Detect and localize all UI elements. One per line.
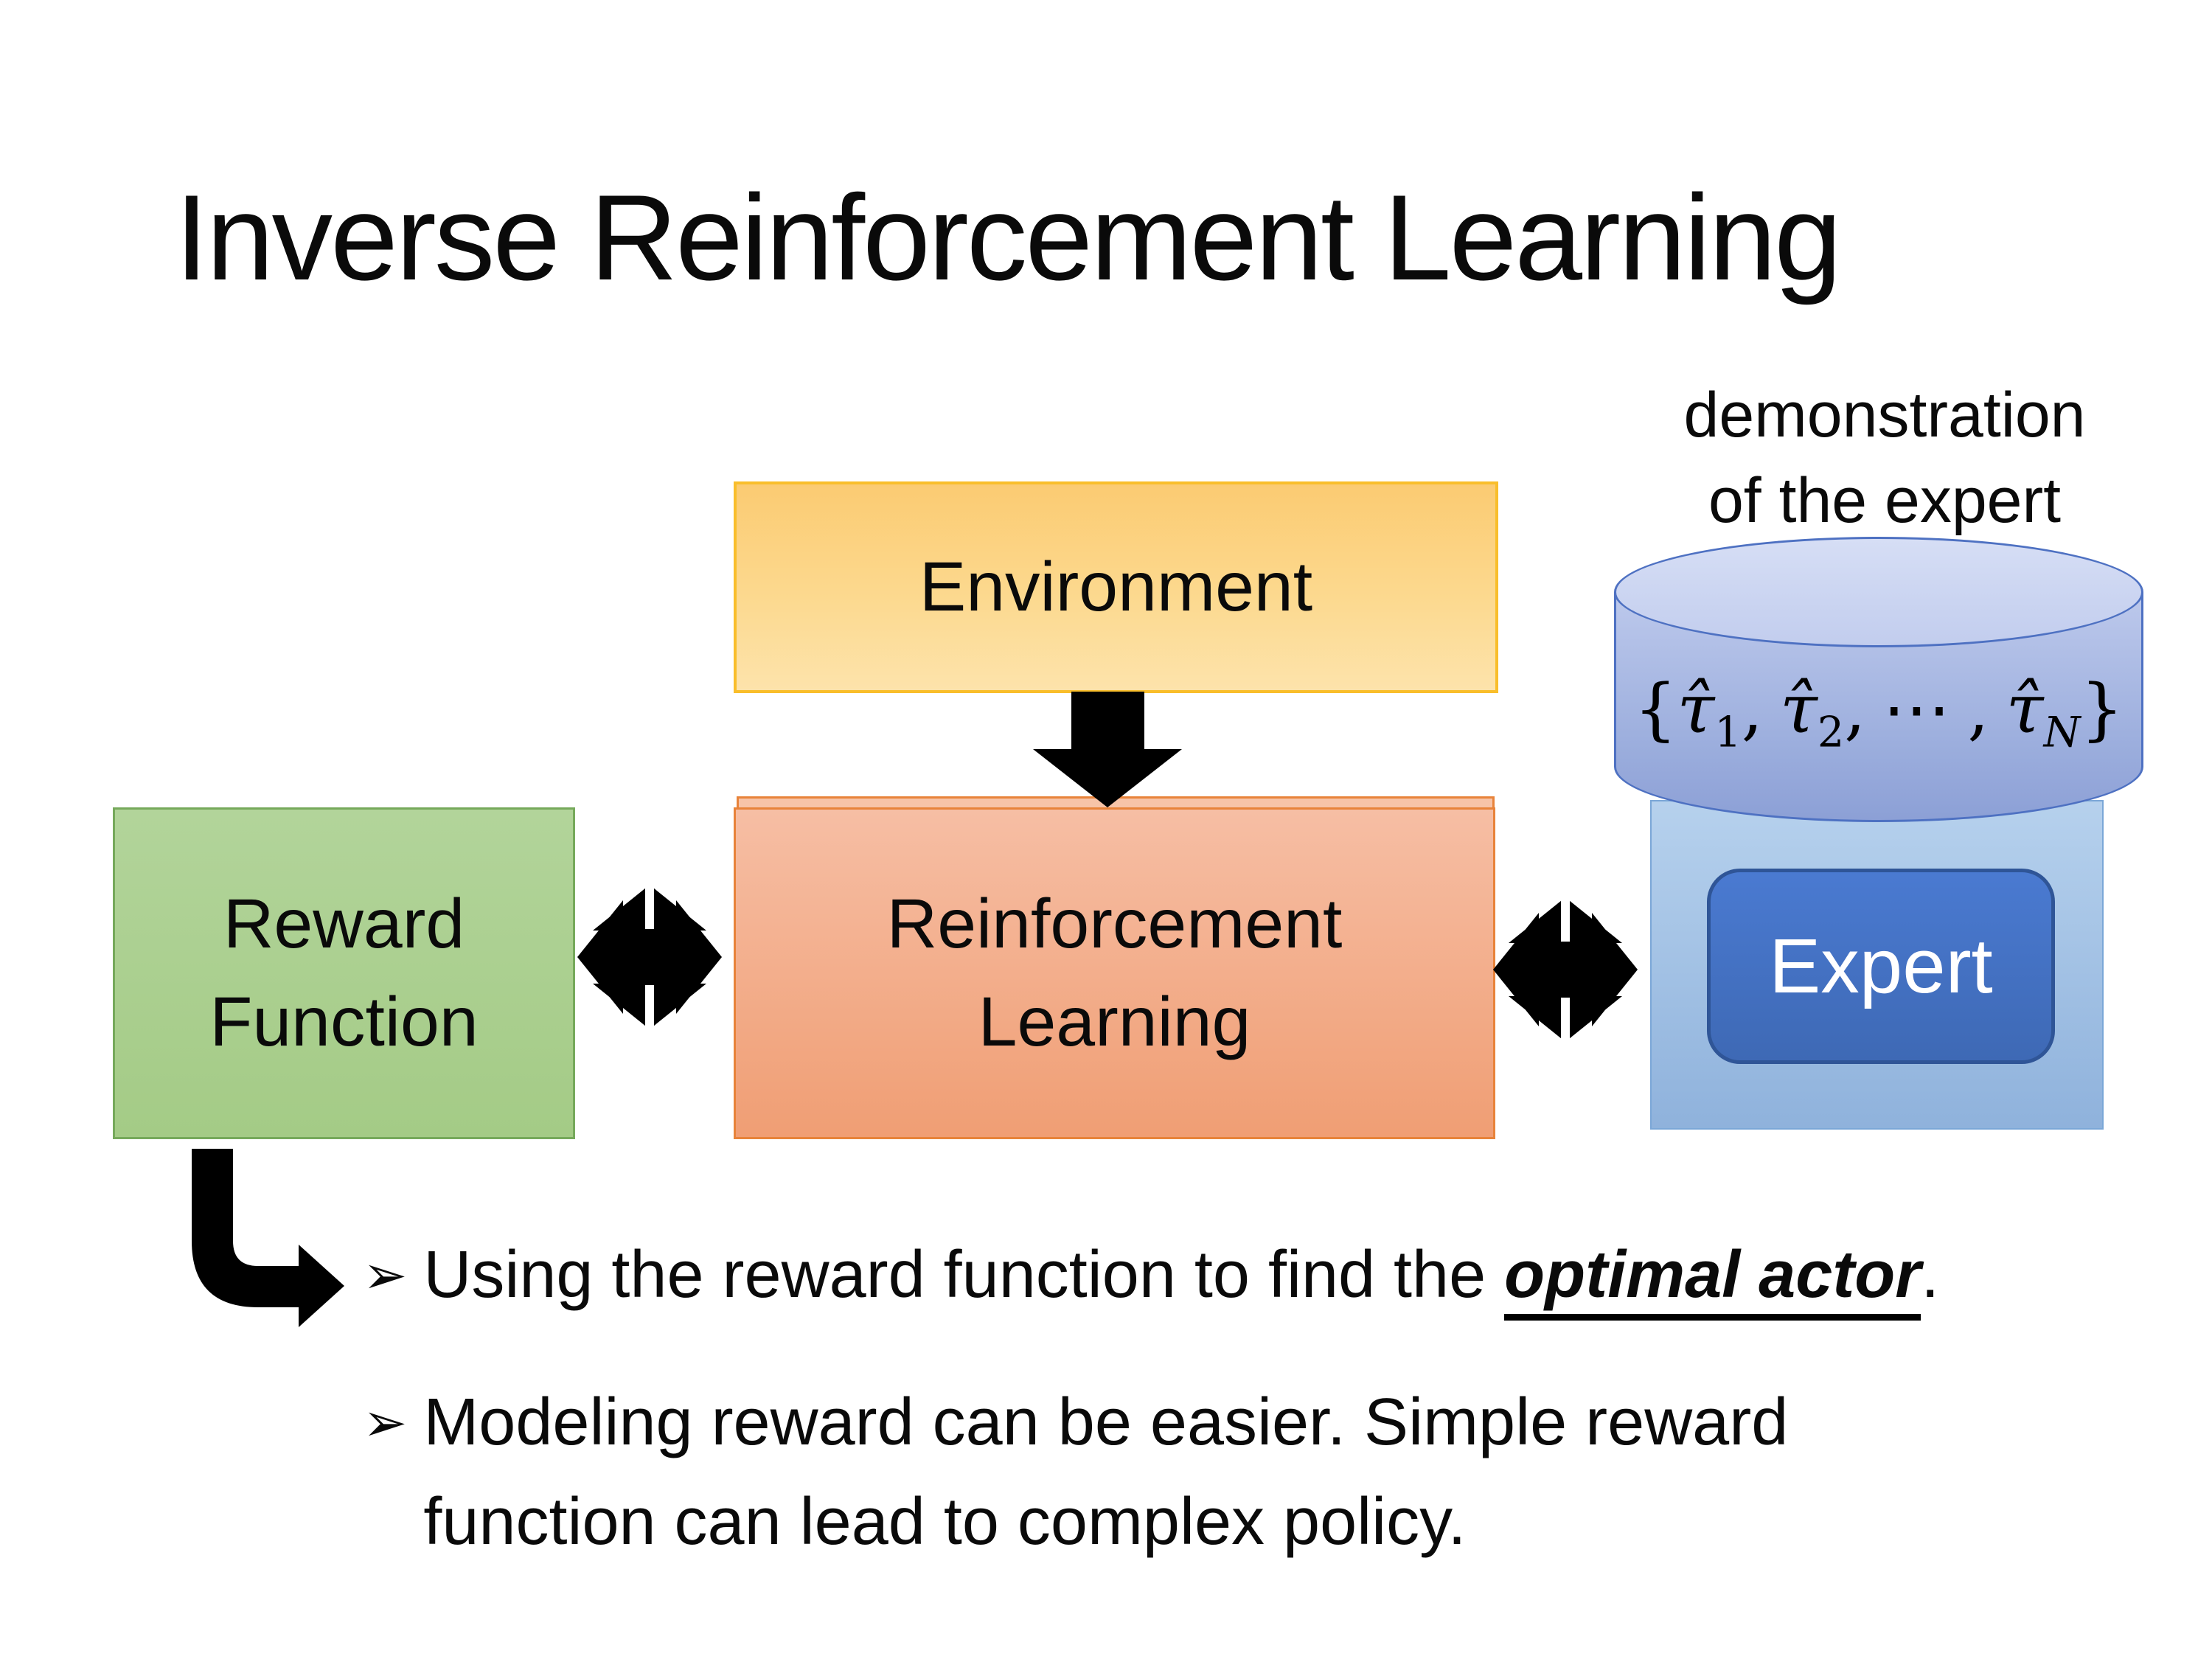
formula-open-brace: {: [1633, 669, 1677, 748]
reward-rl-double-arrow-icon: [577, 883, 722, 1031]
formula-tau-2: τ̂: [1779, 669, 1818, 748]
reward-function-box-label: Reward Function: [209, 875, 478, 1071]
demonstration-label-line2: of the expert: [1708, 465, 2062, 536]
environment-box: Environment: [734, 481, 1498, 693]
formula-close-brace: }: [2080, 669, 2124, 748]
slide-title: Inverse Reinforcement Learning: [175, 170, 1842, 305]
bullet2-line1: Modeling reward can be easier. Simple re…: [423, 1385, 1789, 1459]
formula-tau-1: τ̂: [1677, 669, 1715, 748]
reinforcement-learning-box: Reinforcement Learning: [734, 807, 1495, 1139]
bullet1-text-after: .: [1921, 1238, 1940, 1312]
database-cylinder-top: [1614, 537, 2143, 647]
formula-comma-1: ,: [1741, 669, 1763, 748]
reinforcement-learning-label-line1: Reinforcement: [886, 885, 1343, 963]
reinforcement-learning-label-line2: Learning: [978, 983, 1251, 1061]
bullet-item-optimal-actor: ➢ Using the reward function to find the …: [363, 1225, 2132, 1325]
demonstration-label: demonstration of the expert: [1622, 372, 2147, 543]
formula-tau-N: τ̂: [2006, 669, 2044, 748]
formula-comma-3: ,: [1967, 669, 1989, 748]
environment-box-label: Environment: [919, 548, 1313, 626]
expert-box-label: Expert: [1769, 922, 1993, 1009]
bullet1-text-before: Using the reward function to find the: [423, 1238, 1505, 1312]
bullet-arrowhead-icon: ➢: [363, 1244, 408, 1306]
bent-arrow-icon: [192, 1149, 344, 1327]
formula-sub-N: N: [2043, 708, 2081, 757]
trajectory-set-formula: {τ̂1,τ̂2,⋯,τ̂N}: [1632, 669, 2125, 754]
formula-comma-2: ,: [1844, 669, 1866, 748]
formula-sub-1: 1: [1714, 708, 1742, 757]
formula-dots: ⋯: [1882, 669, 1951, 748]
demonstration-label-line1: demonstration: [1683, 380, 2086, 451]
bullet-arrowhead-icon: ➢: [363, 1391, 408, 1453]
bullet1-emphasis: optimal actor: [1504, 1238, 1921, 1321]
bullet1-text: Using the reward function to find the op…: [423, 1225, 1939, 1325]
reinforcement-learning-box-label: Reinforcement Learning: [887, 875, 1343, 1071]
formula-sub-2: 2: [1817, 708, 1845, 757]
rl-expert-double-arrow-icon: [1493, 896, 1638, 1043]
bullet-item-modeling-reward: ➢ Modeling reward can be easier. Simple …: [363, 1373, 1911, 1572]
reward-function-label-line1: Reward: [223, 885, 465, 963]
bullet2-line2: function can lead to complex policy.: [423, 1485, 1467, 1559]
down-arrow-icon: [1033, 692, 1182, 807]
bullet2-text: Modeling reward can be easier. Simple re…: [423, 1373, 1788, 1572]
expert-box: Expert: [1707, 869, 2055, 1064]
reward-function-box: Reward Function: [113, 807, 575, 1139]
reward-function-label-line2: Function: [209, 983, 479, 1061]
